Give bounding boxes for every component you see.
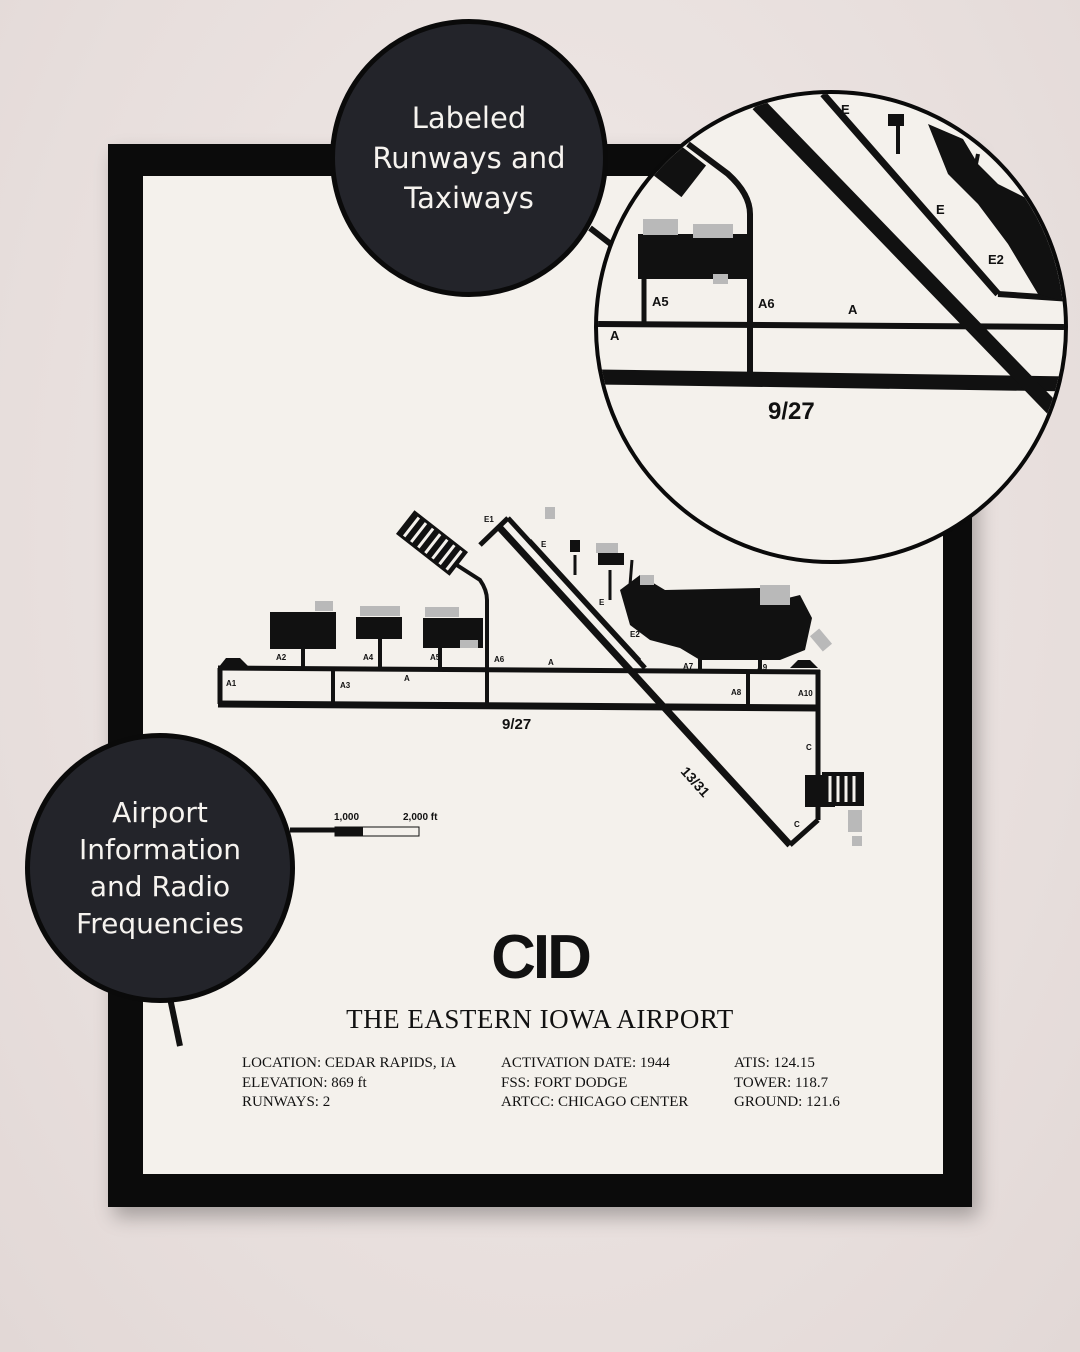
runway-label-9-27: 9/27 [502, 716, 531, 733]
zoom-label-a: A [610, 328, 620, 343]
zoom-label-a: A [848, 302, 858, 317]
scale-label-2000: 2,000 ft [403, 812, 438, 823]
info-artcc: ARTCC: CHICAGO CENTER [501, 1094, 689, 1110]
callout-line: and Radio [89, 870, 231, 903]
callout-line: Frequencies [76, 907, 244, 940]
zoom-runway-label: 9/27 [768, 398, 815, 425]
info-runways: RUNWAYS: 2 [242, 1094, 331, 1110]
label-e2: E2 [630, 630, 640, 639]
label-a4: A4 [363, 653, 374, 662]
info-atis: ATIS: 124.15 [734, 1055, 815, 1071]
airport-code: CID [491, 923, 592, 992]
info-column-frequencies: ATIS: 124.15 TOWER: 118.7 GROUND: 121.6 [734, 1054, 840, 1113]
label-a2: A2 [276, 653, 287, 662]
label-e1: E1 [484, 515, 494, 524]
runway-9-27 [217, 700, 821, 712]
info-fss: FSS: FORT DODGE [501, 1074, 628, 1091]
callout-line: Information [78, 833, 242, 866]
callout-runways-taxiways: Labeled Runways and Taxiways [330, 19, 608, 297]
label-c: C [794, 820, 800, 829]
label-e: E [541, 540, 547, 549]
callout-airport-info: Airport Information and Radio Frequencie… [25, 733, 295, 1003]
info-activation-date: ACTIVATION DATE: 1944 [501, 1055, 670, 1071]
callout-line: Airport [112, 796, 208, 829]
zoom-label-a5: A5 [652, 294, 669, 309]
runway-13-31 [497, 525, 793, 848]
label-a: A [404, 674, 410, 683]
info-location: LOCATION: CEDAR RAPIDS, IA [242, 1055, 457, 1071]
scale-label-1000: 1,000 [334, 812, 359, 823]
callout-line: Taxiways [404, 181, 534, 215]
label-a8: A8 [731, 688, 742, 697]
label-a: A [548, 658, 554, 667]
callout-line: Runways and [372, 141, 566, 175]
zoom-label-e2: E2 [988, 252, 1004, 267]
label-a6: A6 [494, 655, 505, 664]
zoom-label-e: E [936, 202, 945, 217]
zoom-label-e: E [841, 102, 850, 117]
label-a7: A7 [683, 662, 694, 671]
label-a5: A5 [430, 653, 441, 662]
taxiway-a [217, 665, 821, 675]
info-ground: GROUND: 121.6 [734, 1094, 840, 1110]
zoom-label-a6: A6 [758, 296, 775, 311]
callout-line: Labeled [411, 101, 527, 135]
label-e: E [599, 598, 605, 607]
label-a10: A10 [798, 689, 813, 698]
info-elevation: ELEVATION: 869 ft [242, 1074, 367, 1091]
label-a3: A3 [340, 681, 351, 690]
label-a9: A9 [757, 663, 768, 672]
info-column-location: LOCATION: CEDAR RAPIDS, IA ELEVATION: 86… [242, 1054, 456, 1113]
info-column-activation: ACTIVATION DATE: 1944 FSS: FORT DODGE AR… [501, 1054, 688, 1113]
label-a1: A1 [226, 679, 237, 688]
zoom-detail-circle: E E E2 A5 A6 A A 9/27 [594, 90, 1068, 564]
label-c: C [806, 743, 812, 752]
runway-label-13-31: 13/31 [678, 763, 713, 800]
zoom-diagram: E E E2 A5 A6 A A 9/27 [598, 94, 1064, 425]
info-tower: TOWER: 118.7 [734, 1074, 829, 1091]
airport-name: THE EASTERN IOWA AIRPORT [346, 1004, 734, 1034]
